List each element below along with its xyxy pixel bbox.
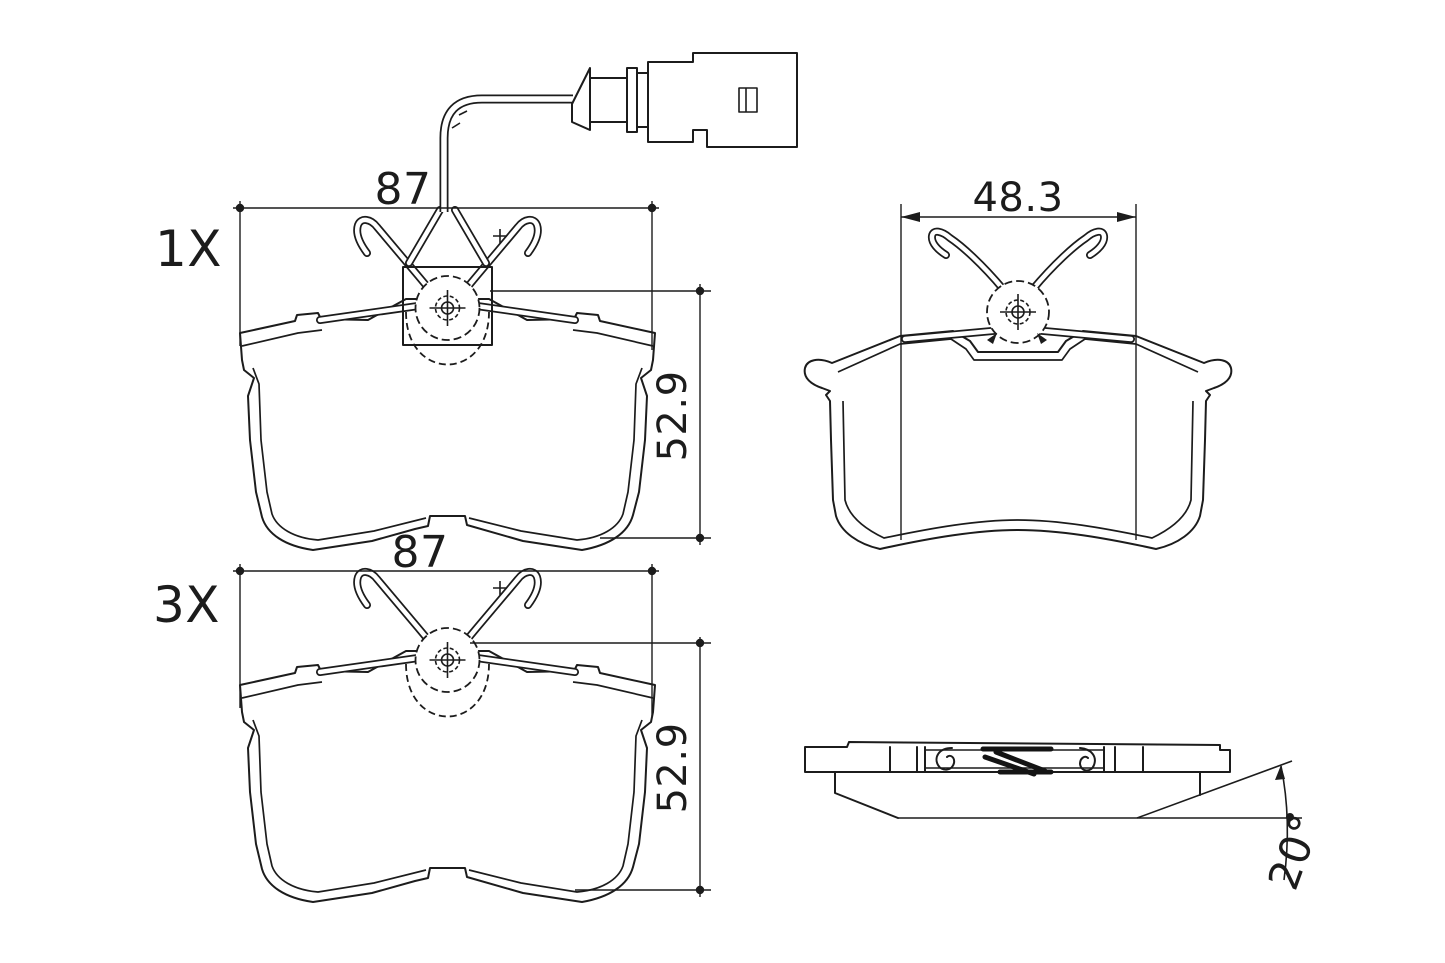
sensor-v-clip	[405, 206, 490, 267]
sensor-wire	[439, 94, 573, 212]
dimension-bottom-width: 87	[233, 527, 659, 716]
pad-front-outline-plain	[240, 572, 655, 902]
pad-rear-outline	[803, 330, 1233, 550]
dim-rear-width-text: 48.3	[972, 175, 1063, 221]
dimension-top-width: 87	[233, 164, 659, 350]
quantity-label-1x: 1X	[155, 220, 222, 278]
measure-tick-right	[1037, 333, 1047, 344]
retention-spring	[980, 746, 1054, 777]
angle-slant-line	[1136, 760, 1293, 819]
connector-grommet	[571, 67, 591, 131]
quantity-label-3x: 3X	[153, 576, 220, 634]
connector-neck	[589, 77, 628, 123]
connector-stub	[636, 72, 649, 128]
view-front-with-sensor	[240, 52, 798, 550]
clip-hook-left	[935, 747, 956, 771]
connector-collar	[626, 67, 638, 133]
dim-bottom-width-text: 87	[392, 527, 449, 578]
dimension-bottom-height: 52.9	[470, 637, 711, 897]
view-rear	[803, 227, 1233, 550]
clip-hook-right	[1079, 747, 1096, 772]
sensor-bracket	[402, 266, 493, 346]
pad-front-outline	[240, 220, 655, 550]
dim-angle-text: 20°	[1258, 808, 1330, 896]
backplate-edge	[804, 741, 1231, 773]
connector-body	[647, 52, 798, 148]
measure-tick-left	[987, 333, 997, 344]
dim-top-height-text: 52.9	[650, 370, 696, 461]
dimension-top-height: 52.9	[490, 284, 711, 545]
dim-bottom-height-text: 52.9	[650, 722, 696, 813]
friction-left-chamfer	[834, 771, 899, 819]
view-front-plain	[240, 572, 655, 902]
dim-top-width-text: 87	[375, 164, 432, 215]
connector-latch-window	[738, 87, 758, 113]
dimension-rear-width: 48.3	[900, 175, 1137, 540]
sensor-connector	[571, 52, 798, 148]
view-profile: 20°	[804, 741, 1330, 896]
